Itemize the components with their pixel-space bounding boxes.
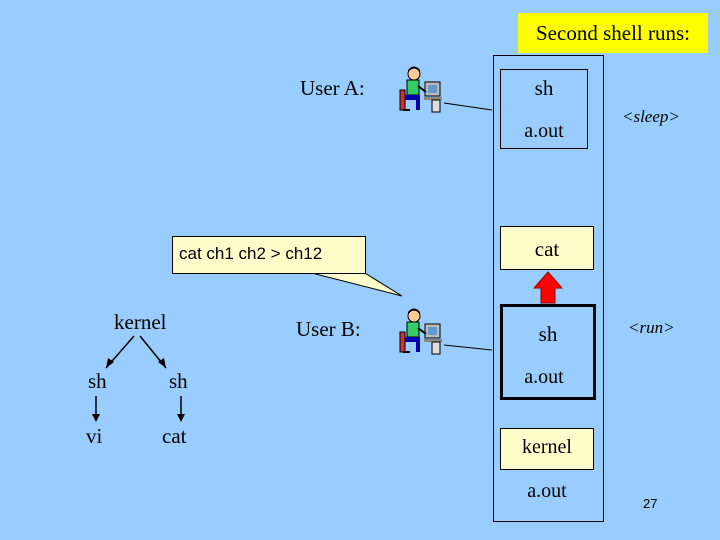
process-cat-label: cat [534,237,560,261]
user-a-icon [399,66,442,113]
tree-root-kernel: kernel [114,310,167,334]
process-a-state: <sleep> [622,107,680,126]
user-b-label: User B: [296,317,361,341]
process-b-state: <run> [628,318,675,337]
kernel-label: kernel [522,436,572,458]
process-memory-column [493,55,604,522]
slide-title: Second shell runs: [518,13,708,53]
process-a-aout: a.out [524,120,564,142]
red-up-arrow [532,271,564,304]
process-cat-box [500,226,594,270]
user-a-label: User A: [300,76,365,100]
tree-node-cat: cat [162,424,187,448]
callout-seam [301,268,359,272]
process-a-box [500,69,588,149]
tree-node-sh-right: sh [169,369,188,393]
connector-user-a [443,102,493,111]
connector-user-b [443,344,493,351]
user-b-icon [399,308,442,355]
kernel-aout: a.out [527,480,567,502]
tree-node-sh-left: sh [88,369,107,393]
command-callout: cat ch1 ch2 > ch12 [172,236,366,274]
kernel-box [500,428,594,470]
callout-text: cat ch1 ch2 > ch12 [179,244,323,263]
process-b-sh: sh [538,322,558,346]
page-number: 27 [643,496,658,511]
process-b-aout: a.out [524,366,564,388]
tree-node-vi: vi [86,424,103,448]
process-a-sh: sh [534,76,554,100]
process-b-box [500,304,596,400]
